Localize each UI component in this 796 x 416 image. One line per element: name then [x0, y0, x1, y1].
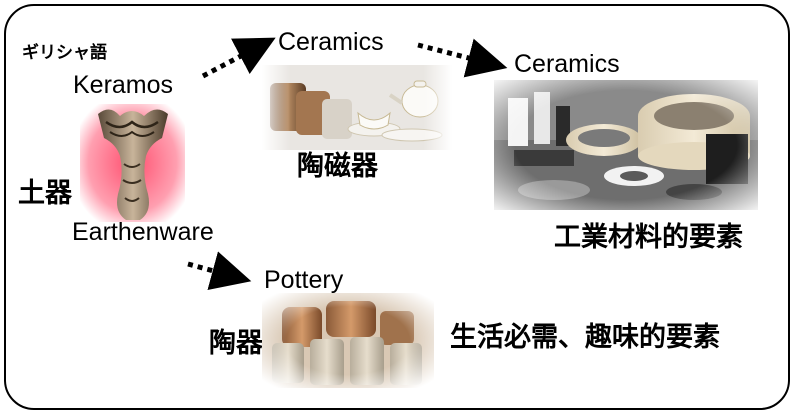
doki-label: 土器: [18, 178, 72, 208]
pottery-label: Pottery: [264, 266, 344, 294]
porcelain-tableware-image: [262, 65, 452, 150]
ceramics-right-label: Ceramics: [514, 50, 620, 78]
greek-language-label: ギリシャ語: [22, 43, 107, 62]
earthenware-label: Earthenware: [72, 218, 214, 246]
pottery-image: [262, 293, 434, 388]
arrow-ceramics-to-ceramics: [417, 38, 508, 78]
daily-hobby-label: 生活必需、趣味的要素: [450, 322, 720, 352]
toujiki-label: 陶磁器: [297, 151, 378, 181]
jomon-pot-image: [80, 104, 185, 222]
industrial-material-label: 工業材料的要素: [554, 222, 743, 252]
industrial-ceramics-image: [494, 80, 758, 210]
arrow-earthenware-to-pottery: [187, 251, 252, 291]
touki-label: 陶器: [209, 328, 263, 358]
arrow-keramos-to-ceramics: [201, 37, 276, 79]
ceramics-mid-label: Ceramics: [278, 28, 384, 56]
keramos-label: Keramos: [73, 71, 174, 99]
